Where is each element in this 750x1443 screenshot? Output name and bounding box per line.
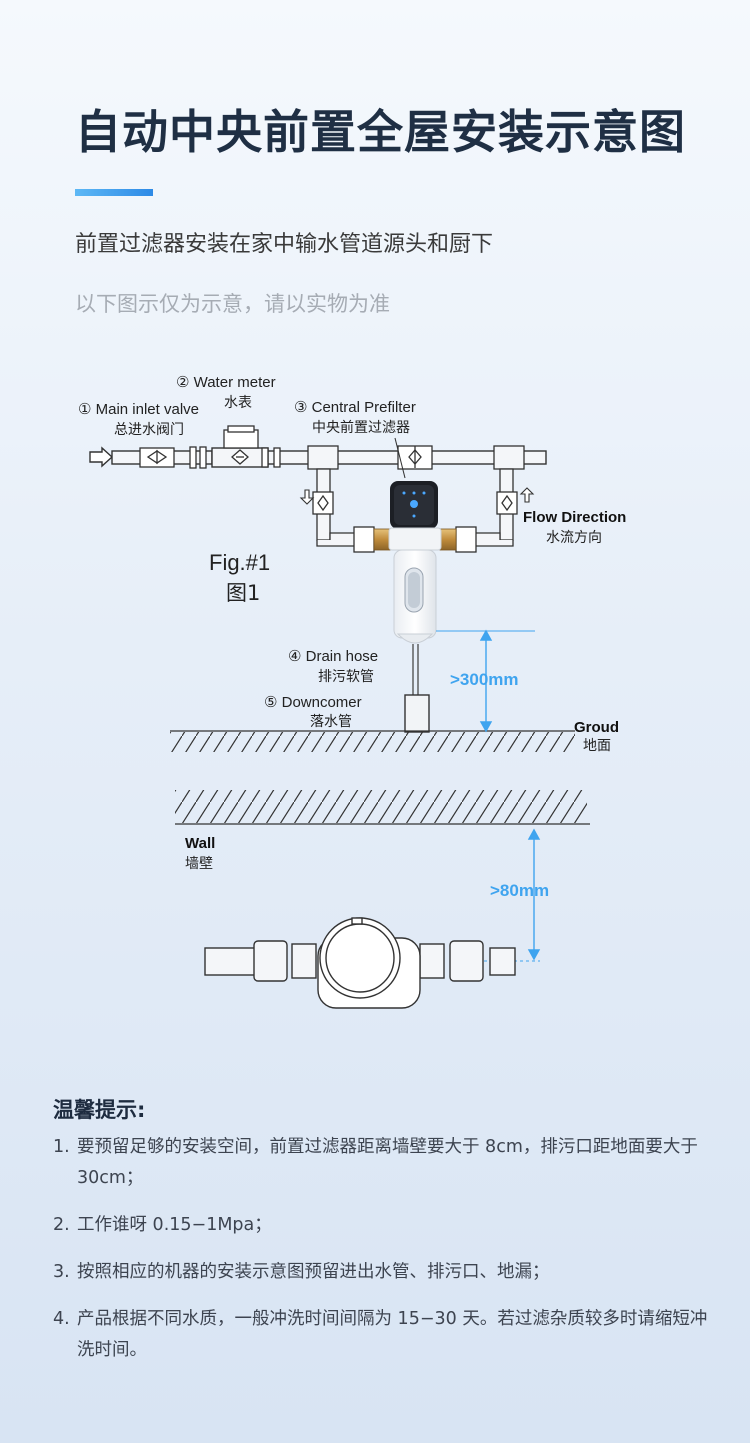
tip-item: 3. 按照相应的机器的安装示意图预留进出水管、排污口、地漏； (53, 1257, 723, 1288)
figure-number-cn: 图1 (226, 581, 260, 605)
flow-arrows (299, 487, 535, 505)
flow-direction-label-cn: 水流方向 (546, 530, 602, 546)
prefilter-label: ③ Central Prefilter (294, 399, 416, 416)
flow-direction-label: Flow Direction (523, 509, 626, 526)
downcomer (404, 694, 430, 733)
tip-item: 1. 要预留足够的安装空间，前置过滤器距离墙壁要大于 8cm，排污口距地面要大于… (53, 1132, 723, 1194)
tip-number: 4. (53, 1309, 70, 1329)
water-meter (223, 425, 281, 468)
water-meter-label: ② Water meter (176, 374, 276, 391)
brass-connectors (373, 528, 457, 551)
central-prefilter (388, 437, 442, 644)
ground (170, 730, 575, 752)
water-meter-label-cn: 水表 (224, 395, 252, 411)
top-view-prefilter (317, 917, 421, 1009)
wall-distance-dimension: >80mm (490, 881, 549, 900)
tips-title: 温馨提示: (53, 1098, 146, 1122)
installation-diagram: ② Water meter 水表 ① Main inlet valve 总进水阀… (78, 374, 626, 1009)
main-valve-label: ① Main inlet valve (78, 401, 199, 418)
downcomer-label: ⑤ Downcomer (264, 694, 362, 711)
tips-list: 1. 要预留足够的安装空间，前置过滤器距离墙壁要大于 8cm，排污口距地面要大于… (53, 1132, 723, 1382)
tip-number: 1. (53, 1137, 70, 1157)
drain-hose-label-cn: 排污软管 (318, 669, 374, 685)
page-subtitle: 前置过滤器安装在家中输水管道源头和厨下 (75, 232, 494, 257)
wall-label: Wall (185, 835, 215, 852)
wall (175, 790, 590, 825)
filter-legs (312, 468, 518, 553)
wall-label-cn: 墙壁 (185, 856, 213, 872)
figure-number: Fig.#1 (209, 550, 270, 575)
tip-item: 2. 工作谁呀 0.15−1Mpa； (53, 1210, 723, 1241)
ground-label: Groud (574, 719, 619, 736)
prefilter-label-cn: 中央前置过滤器 (312, 419, 410, 436)
drain-height-arrow (436, 629, 535, 733)
wall-distance-arrow (484, 828, 541, 962)
drain-hose (412, 644, 419, 697)
downcomer-label-cn: 落水管 (310, 714, 352, 730)
bypass-line (307, 445, 525, 470)
main-inlet-valve (139, 446, 207, 469)
tip-text: 要预留足够的安装空间，前置过滤器距离墙壁要大于 8cm，排污口距地面要大于 30… (77, 1137, 698, 1188)
title-accent-bar (75, 189, 153, 196)
tip-text: 工作谁呀 0.15−1Mpa； (77, 1215, 272, 1235)
top-view-pipe (204, 940, 516, 982)
tip-item: 4. 产品根据不同水质，一般冲洗时间间隔为 15−30 天。若过滤杂质较多时请缩… (53, 1304, 723, 1366)
main-valve-label-cn: 总进水阀门 (114, 422, 184, 438)
tip-number: 2. (53, 1215, 70, 1235)
disclaimer-note: 以下图示仅为示意，请以实物为准 (75, 292, 390, 316)
page-title: 自动中央前置全屋安装示意图 (75, 105, 686, 159)
ground-label-cn: 地面 (583, 738, 611, 754)
tip-number: 3. (53, 1262, 70, 1282)
drain-height-dimension: >300mm (450, 670, 519, 689)
tip-text: 产品根据不同水质，一般冲洗时间间隔为 15−30 天。若过滤杂质较多时请缩短冲洗… (77, 1309, 708, 1360)
tip-text: 按照相应的机器的安装示意图预留进出水管、排污口、地漏； (77, 1262, 550, 1282)
drain-hose-label: ④ Drain hose (288, 648, 378, 665)
